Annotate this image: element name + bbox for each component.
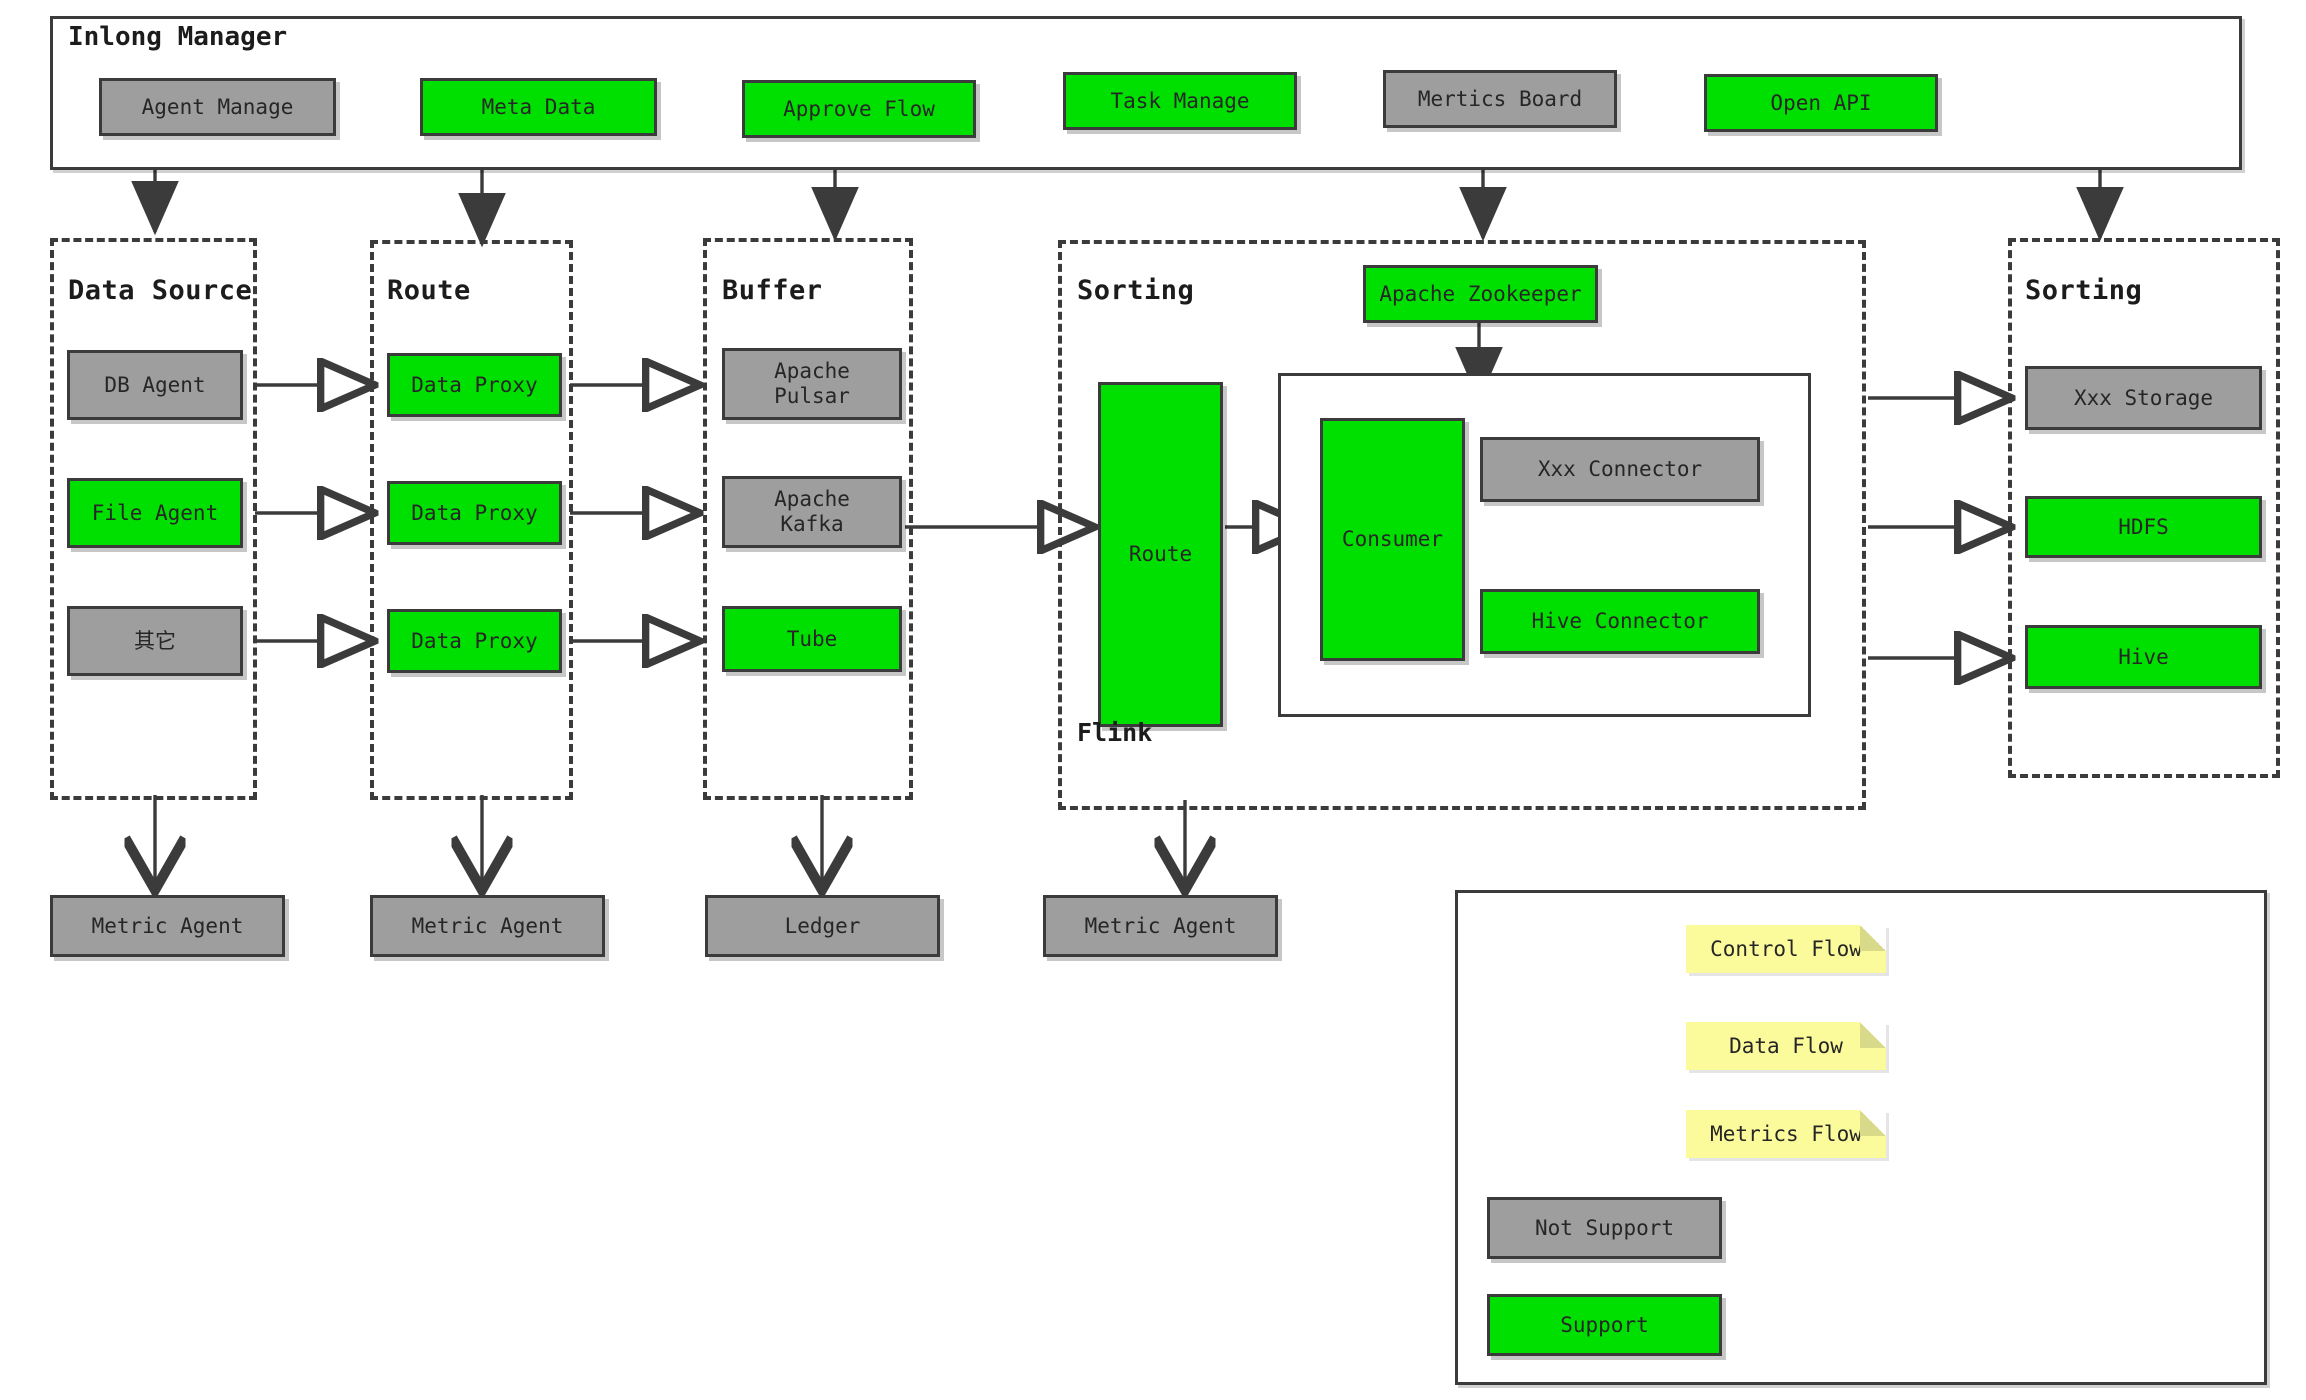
group-sorting-left-title: Sorting — [1077, 275, 1195, 306]
node-xxx-connector[interactable]: Xxx Connector — [1480, 437, 1760, 502]
group-buffer — [703, 238, 913, 800]
node-consumer[interactable]: Consumer — [1320, 418, 1465, 661]
legend-note-data-flow: Data Flow — [1686, 1022, 1886, 1070]
group-sorting-right-title: Sorting — [2025, 275, 2143, 306]
metrics-flow-arrows — [155, 795, 1185, 890]
node-metric-agent-1[interactable]: Metric Agent — [50, 895, 285, 957]
node-metric-agent-3[interactable]: Metric Agent — [1043, 895, 1278, 957]
manager-item-task-manage[interactable]: Task Manage — [1063, 72, 1297, 130]
node-ledger[interactable]: Ledger — [705, 895, 940, 957]
node-tube[interactable]: Tube — [722, 606, 902, 672]
node-data-proxy-1[interactable]: Data Proxy — [387, 353, 562, 417]
node-sorting-route[interactable]: Route — [1098, 382, 1223, 727]
inlong-manager-title: Inlong Manager — [68, 22, 288, 52]
manager-item-approve-flow[interactable]: Approve Flow — [742, 80, 976, 138]
node-hdfs[interactable]: HDFS — [2025, 496, 2262, 558]
node-hive-connector[interactable]: Hive Connector — [1480, 589, 1760, 654]
group-sorting-right — [2008, 238, 2280, 778]
node-metric-agent-2[interactable]: Metric Agent — [370, 895, 605, 957]
node-apache-pulsar[interactable]: Apache Pulsar — [722, 348, 902, 420]
node-apache-zookeeper[interactable]: Apache Zookeeper — [1363, 265, 1598, 323]
legend-swatch-support: Support — [1487, 1294, 1722, 1356]
manager-item-meta-data[interactable]: Meta Data — [420, 78, 657, 136]
node-xxx-storage[interactable]: Xxx Storage — [2025, 366, 2262, 430]
legend-note-control-flow: Control Flow — [1686, 925, 1886, 973]
manager-item-agent-manage[interactable]: Agent Manage — [99, 78, 336, 136]
legend-swatch-not-support: Not Support — [1487, 1197, 1722, 1259]
node-other-source[interactable]: 其它 — [67, 606, 243, 676]
manager-item-open-api[interactable]: Open API — [1704, 74, 1938, 132]
group-route — [370, 240, 573, 800]
group-sorting-left — [1058, 240, 1866, 810]
manager-item-mertics-board[interactable]: Mertics Board — [1383, 70, 1617, 128]
flink-label: Flink — [1077, 718, 1153, 747]
group-route-title: Route — [387, 275, 471, 306]
legend-note-metrics-flow: Metrics Flow — [1686, 1110, 1886, 1158]
group-data-source — [50, 238, 257, 800]
node-data-proxy-2[interactable]: Data Proxy — [387, 481, 562, 545]
group-data-source-title: Data Source — [68, 275, 253, 306]
control-flow-arrows — [131, 170, 2124, 248]
node-data-proxy-3[interactable]: Data Proxy — [387, 609, 562, 673]
node-hive[interactable]: Hive — [2025, 625, 2262, 689]
group-buffer-title: Buffer — [722, 275, 823, 306]
node-db-agent[interactable]: DB Agent — [67, 350, 243, 420]
node-apache-kafka[interactable]: Apache Kafka — [722, 476, 902, 548]
node-file-agent[interactable]: File Agent — [67, 478, 243, 548]
